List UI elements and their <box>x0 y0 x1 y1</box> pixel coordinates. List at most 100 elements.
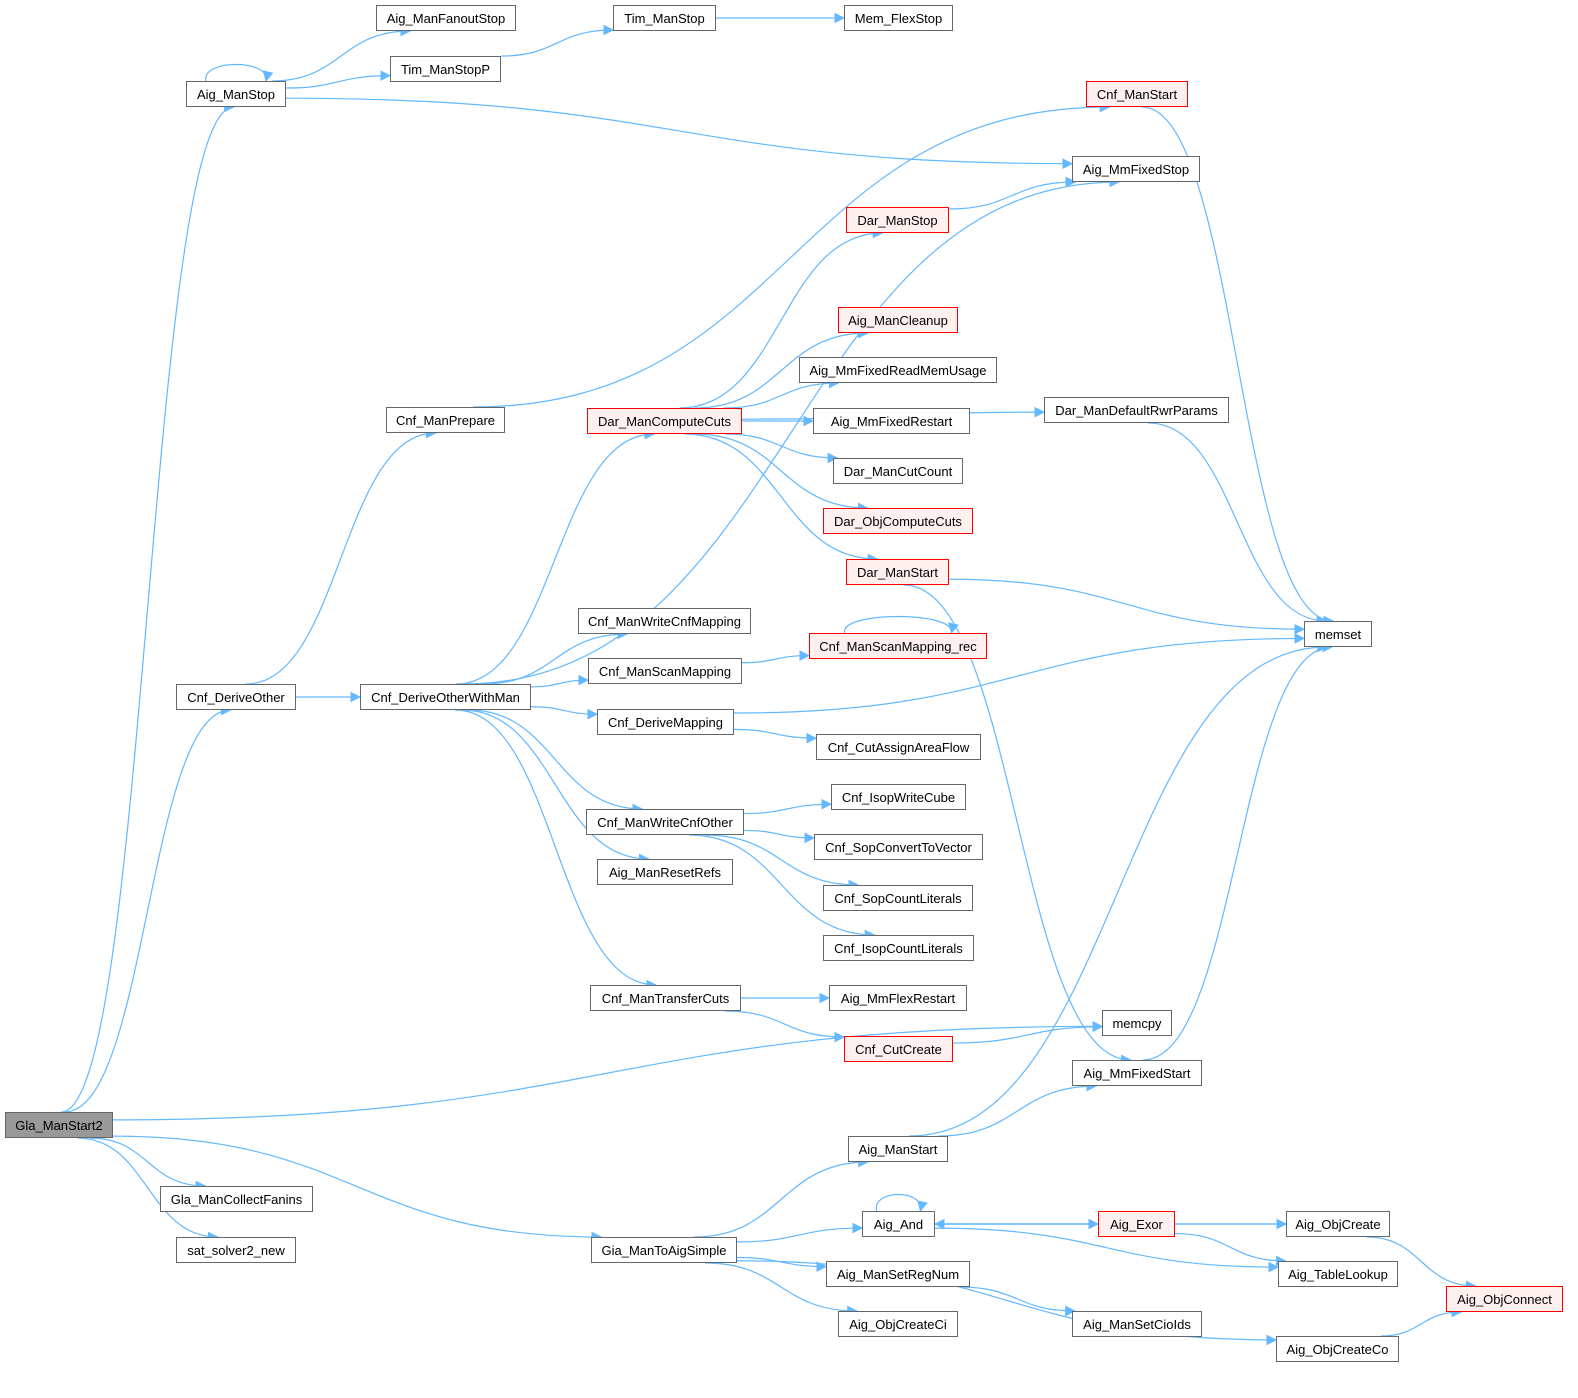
graph-node-aig-exor[interactable]: Aig_Exor <box>1098 1211 1175 1237</box>
call-edge <box>689 834 876 941</box>
self-call-edge <box>843 615 959 635</box>
graph-node-dar-manstart[interactable]: Dar_ManStart <box>846 559 949 585</box>
graph-node-cnf-manscanmapping[interactable]: Cnf_ManScanMapping <box>588 658 742 684</box>
graph-node-memcpy[interactable]: memcpy <box>1102 1010 1172 1036</box>
graph-node-mem-flexstop[interactable]: Mem_FlexStop <box>844 5 953 31</box>
call-edge <box>903 584 1132 1066</box>
graph-node-cnf-cutcreate[interactable]: Cnf_CutCreate <box>844 1036 953 1062</box>
graph-node-aig-tablelookup[interactable]: Aig_TableLookup <box>1278 1261 1398 1287</box>
graph-node-aig-objconnect[interactable]: Aig_ObjConnect <box>1446 1286 1563 1312</box>
call-edge <box>736 1222 864 1243</box>
graph-node-aig-mancleanup[interactable]: Aig_ManCleanup <box>838 307 958 333</box>
graph-node-cnf-sopconverttovector[interactable]: Cnf_SopConvertToVector <box>814 834 983 860</box>
graph-node-aig-mansetregnum[interactable]: Aig_ManSetRegNum <box>826 1261 970 1287</box>
call-edge <box>733 633 1306 714</box>
call-edge <box>1141 106 1335 627</box>
call-edge <box>741 650 811 664</box>
graph-node-gla-manstart2[interactable]: Gla_ManStart2 <box>5 1112 113 1138</box>
graph-node-gia-mantoaigsimple[interactable]: Gia_ManToAigSimple <box>591 1237 737 1263</box>
call-edge <box>1142 641 1334 1061</box>
call-edge <box>724 1010 846 1043</box>
graph-node-aig-objcreateci[interactable]: Aig_ObjCreateCi <box>838 1311 958 1337</box>
graph-node-aig-manstop[interactable]: Aig_ManStop <box>186 81 286 107</box>
call-edge <box>90 1137 207 1192</box>
graph-node-cnf-cutassignareaflow[interactable]: Cnf_CutAssignAreaFlow <box>816 734 981 760</box>
call-edge <box>948 176 1077 210</box>
graph-node-aig-and[interactable]: Aig_And <box>862 1211 935 1237</box>
call-edge <box>952 1021 1104 1044</box>
graph-node-cnf-sopcountliterals[interactable]: Cnf_SopCountLiterals <box>823 885 973 911</box>
graph-node-cnf-deriveotherwithman[interactable]: Cnf_DeriveOtherWithMan <box>360 684 531 710</box>
call-edge <box>1148 422 1328 627</box>
call-edge <box>530 706 599 720</box>
call-edge <box>77 1137 219 1243</box>
graph-node-aig-mmflexrestart[interactable]: Aig_MmFlexRestart <box>829 985 967 1011</box>
call-edge <box>455 709 658 991</box>
call-edge <box>1174 1232 1287 1267</box>
call-edge <box>112 1020 1104 1121</box>
graph-node-cnf-manwritecnfother[interactable]: Cnf_ManWriteCnfOther <box>586 809 744 835</box>
call-edge <box>112 1135 603 1243</box>
graph-node-tim-manstopp[interactable]: Tim_ManStopP <box>390 56 501 82</box>
graph-node-aig-mmfixedstop[interactable]: Aig_MmFixedStop <box>1072 156 1200 182</box>
self-call-edge <box>205 64 274 83</box>
graph-node-aig-mmfixedreadmemusage[interactable]: Aig_MmFixedReadMemUsage <box>799 357 997 383</box>
call-edge <box>64 704 232 1113</box>
graph-node-cnf-manscanmapping-rec[interactable]: Cnf_ManScanMapping_rec <box>809 633 987 659</box>
call-edge <box>705 1262 858 1317</box>
graph-node-aig-objcreate[interactable]: Aig_ObjCreate <box>1286 1211 1390 1237</box>
graph-node-aig-manresetrefs[interactable]: Aig_ManResetRefs <box>597 859 733 885</box>
call-edge <box>473 101 1111 408</box>
graph-node-aig-mmfixedrestart[interactable]: Aig_MmFixedRestart <box>813 408 970 434</box>
call-edge <box>733 728 818 744</box>
graph-node-dar-mandefaultrwrparams[interactable]: Dar_ManDefaultRwrParams <box>1044 397 1229 423</box>
graph-node-dar-objcomputecuts[interactable]: Dar_ObjComputeCuts <box>823 508 973 534</box>
call-edge <box>61 101 235 1113</box>
graph-node-memset[interactable]: memset <box>1304 621 1372 647</box>
call-edge <box>725 433 839 464</box>
call-edge <box>938 1080 1098 1137</box>
call-edge <box>934 1227 1280 1273</box>
graph-node-dar-manstop[interactable]: Dar_ManStop <box>846 207 949 233</box>
graph-node-cnf-isopwritecube[interactable]: Cnf_IsopWriteCube <box>831 784 966 810</box>
call-edge <box>1366 1236 1477 1292</box>
call-edge <box>285 70 392 89</box>
graph-node-sat-solver2-new[interactable]: sat_solver2_new <box>176 1237 296 1263</box>
graph-node-cnf-mantransfercuts[interactable]: Cnf_ManTransferCuts <box>590 985 741 1011</box>
call-edge <box>271 25 412 82</box>
call-edge <box>530 674 590 688</box>
call-edge <box>245 427 437 685</box>
call-edge <box>948 578 1306 635</box>
graph-node-gla-mancollectfanins[interactable]: Gla_ManCollectFanins <box>160 1186 313 1212</box>
graph-node-dar-mancomputecuts[interactable]: Dar_ManComputeCuts <box>587 408 742 434</box>
call-edge <box>461 709 650 865</box>
call-edge <box>1380 1306 1463 1337</box>
call-edge <box>684 433 879 565</box>
graph-node-cnf-manprepare[interactable]: Cnf_ManPrepare <box>386 407 505 433</box>
call-edge <box>909 641 1328 1137</box>
call-edge <box>960 1286 1076 1317</box>
graph-node-cnf-deriveother[interactable]: Cnf_DeriveOther <box>176 684 296 710</box>
call-edge <box>694 327 870 409</box>
graph-node-cnf-isopcountliterals[interactable]: Cnf_IsopCountLiterals <box>823 935 974 961</box>
graph-node-dar-mancutcount[interactable]: Dar_ManCutCount <box>833 458 963 484</box>
call-edge <box>743 798 833 815</box>
call-edge <box>743 829 816 844</box>
graph-node-aig-manfanoutstop[interactable]: Aig_ManFanoutStop <box>376 5 516 31</box>
self-call-edge <box>875 1193 928 1213</box>
call-edge <box>462 176 1121 685</box>
graph-node-cnf-manstart[interactable]: Cnf_ManStart <box>1086 81 1188 107</box>
call-edge <box>482 628 629 685</box>
graph-node-tim-manstop[interactable]: Tim_ManStop <box>613 5 716 31</box>
call-edge <box>468 709 644 815</box>
call-edge <box>500 24 615 57</box>
call-edge <box>694 1156 869 1238</box>
graph-node-aig-manstart[interactable]: Aig_ManStart <box>848 1136 948 1162</box>
graph-node-aig-objcreateco[interactable]: Aig_ObjCreateCo <box>1276 1336 1399 1362</box>
call-edge <box>694 433 869 514</box>
graph-node-aig-mansetcioids[interactable]: Aig_ManSetCioIds <box>1072 1311 1202 1337</box>
call-edge <box>679 227 884 409</box>
graph-node-cnf-manwritecnfmapping[interactable]: Cnf_ManWriteCnfMapping <box>578 608 751 634</box>
graph-node-cnf-derivemapping[interactable]: Cnf_DeriveMapping <box>597 709 734 735</box>
graph-node-aig-mmfixedstart[interactable]: Aig_MmFixedStart <box>1072 1060 1202 1086</box>
